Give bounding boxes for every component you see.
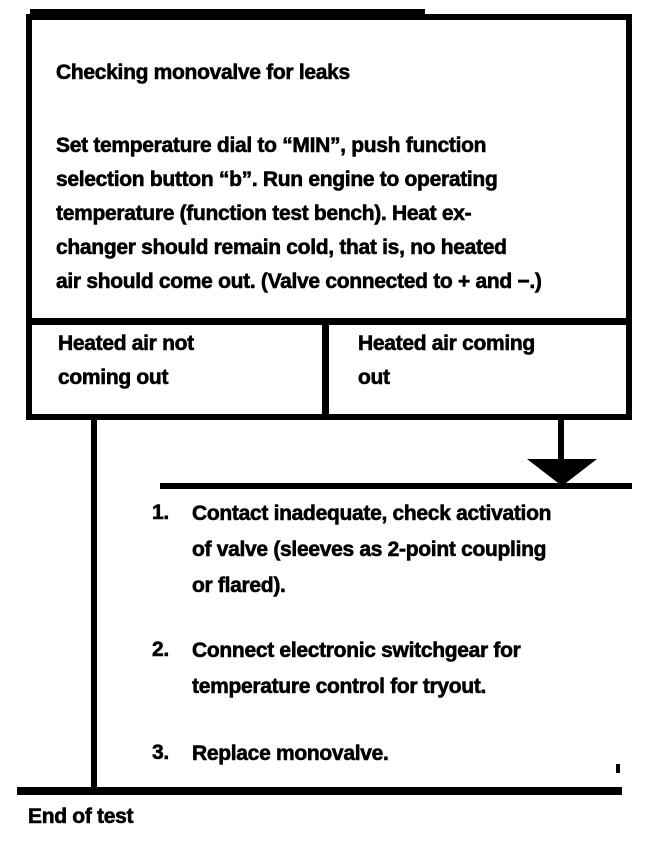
left-outcome-connector-line: [91, 420, 97, 792]
outcomes-vertical-divider-line: [322, 318, 329, 420]
outcomes-top-divider-line: [26, 318, 632, 325]
remedy-text: Replace monovalve.: [192, 742, 389, 766]
outcome-left-label: Heated air not coming out: [58, 332, 195, 390]
remedy-number: 2.: [152, 638, 170, 662]
right-outcome-arrow-stem: [558, 420, 564, 462]
procedure-instructions: Set temperature dial to “MIN”, push func…: [56, 134, 543, 294]
down-arrow-icon: [527, 459, 597, 486]
end-of-test-rule: [17, 787, 622, 795]
remedy-number: 3.: [152, 741, 170, 765]
outcome-right-label: Heated air coming out: [358, 332, 536, 390]
remedy-text: Contact inadequate, check activation of …: [192, 502, 552, 598]
test-procedure-box: [26, 14, 632, 420]
scan-artifact-tick: [616, 764, 620, 773]
remedies-top-rule: [160, 483, 632, 489]
end-of-test-label: End of test: [28, 805, 134, 829]
scan-artifact-top-edge: [30, 9, 425, 14]
remedy-text: Connect electronic switchgear for temper…: [192, 639, 521, 699]
procedure-title: Checking monovalve for leaks: [56, 61, 351, 85]
remedy-number: 1.: [152, 501, 170, 525]
